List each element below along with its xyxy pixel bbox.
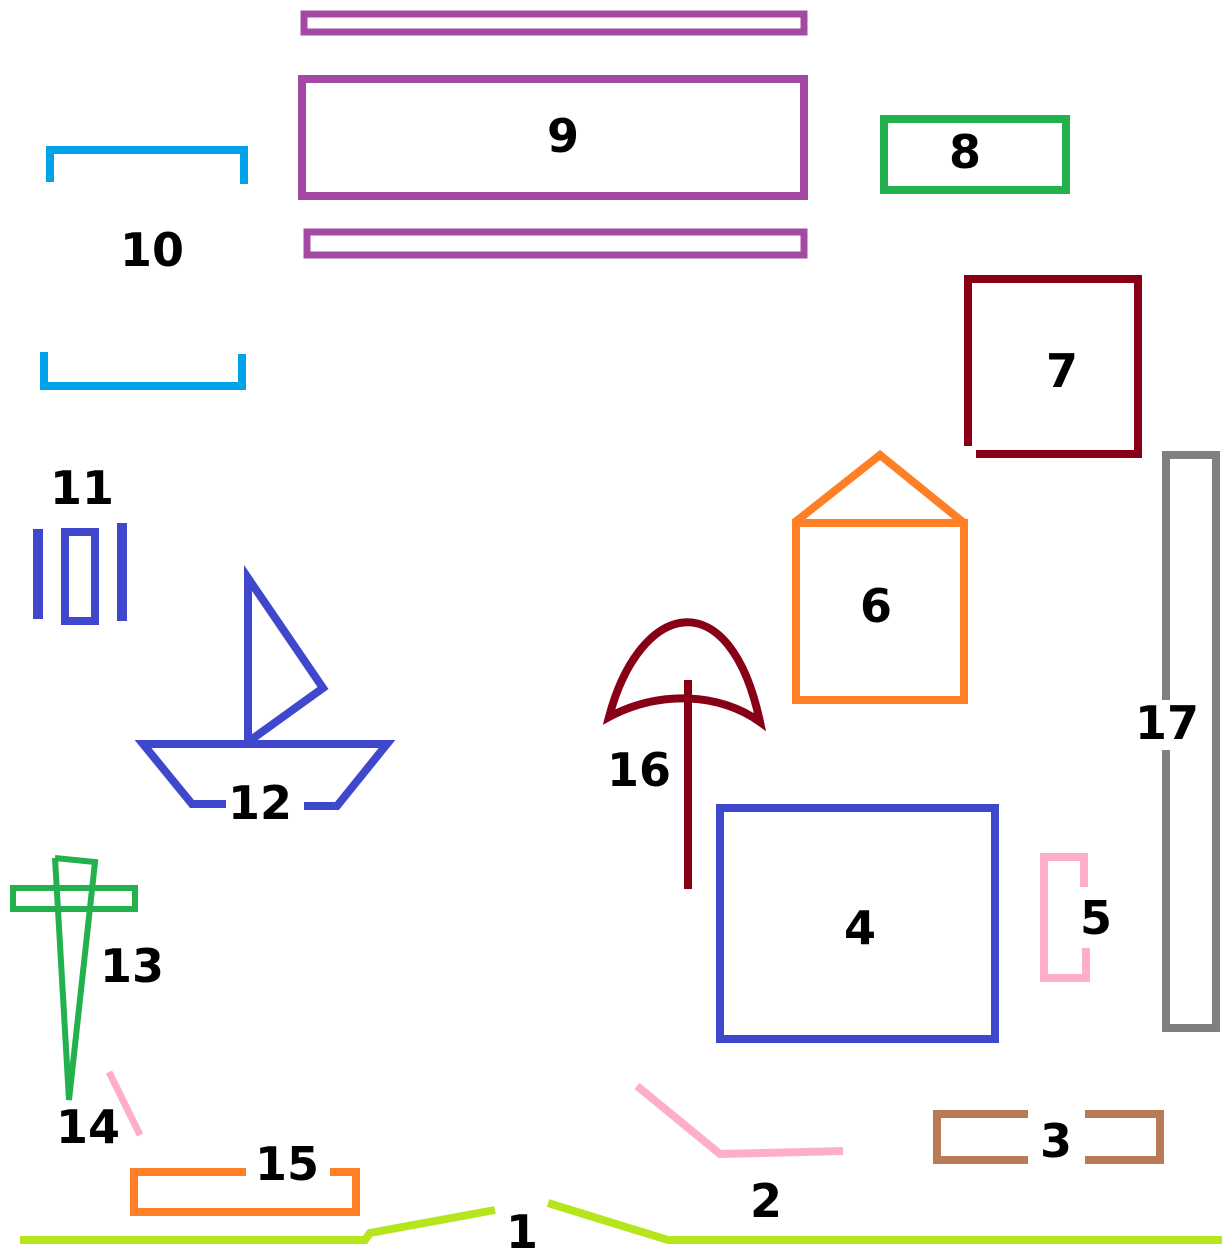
item-5-bracket: 5 [1044, 857, 1112, 978]
item-15-open-rectangle: 15 [134, 1137, 356, 1212]
crossbar-shape [13, 888, 135, 909]
label-5: 5 [1080, 891, 1112, 945]
label-13: 13 [100, 939, 164, 993]
item-10-brackets: 10 [44, 150, 244, 386]
label-2: 2 [750, 1174, 782, 1228]
ground-line-shape-right [548, 1203, 1222, 1240]
item-3-open-bracket: 3 [937, 1114, 1160, 1168]
middle-box-shape [65, 532, 95, 621]
item-16-umbrella: 16 [607, 622, 760, 889]
item-12-sailboat: 12 [143, 578, 387, 830]
open-bracket-shape-right [1085, 1114, 1160, 1160]
top-bracket-shape [50, 150, 244, 184]
label-9: 9 [547, 109, 579, 163]
label-7: 7 [1046, 344, 1078, 398]
label-3: 3 [1040, 1114, 1072, 1168]
item-9-rectangle-with-bars: 9 [302, 14, 804, 255]
item-2-bent-line: 2 [637, 1086, 843, 1228]
label-10: 10 [120, 223, 184, 277]
open-bracket-shape-left [937, 1114, 1028, 1160]
bottom-bracket-shape [44, 352, 242, 386]
house-roof-shape [794, 455, 964, 523]
label-8: 8 [949, 125, 981, 179]
sail-shape [248, 578, 323, 742]
stem-shape [55, 858, 95, 1100]
item-13-cross: 13 [13, 858, 164, 1100]
label-16: 16 [607, 743, 671, 797]
label-6: 6 [860, 579, 892, 633]
item-17-tall-rectangle: 17 [1135, 455, 1216, 1028]
item-8-rectangle: 8 [884, 119, 1066, 190]
label-12: 12 [228, 776, 292, 830]
label-17: 17 [1135, 696, 1199, 750]
label-14: 14 [56, 1100, 120, 1154]
item-4-rectangle: 4 [720, 808, 995, 1039]
label-1: 1 [506, 1205, 538, 1258]
open-rectangle-shape [134, 1172, 356, 1212]
label-11: 11 [50, 461, 114, 515]
bottom-bar-shape [307, 232, 804, 255]
bent-line-shape [637, 1086, 843, 1154]
top-bar-shape [304, 14, 804, 32]
label-15: 15 [255, 1137, 319, 1191]
item-6-house: 6 [794, 455, 964, 700]
item-7-square: 7 [968, 279, 1138, 454]
item-11-bars: 11 [38, 461, 122, 621]
label-4: 4 [844, 901, 876, 955]
